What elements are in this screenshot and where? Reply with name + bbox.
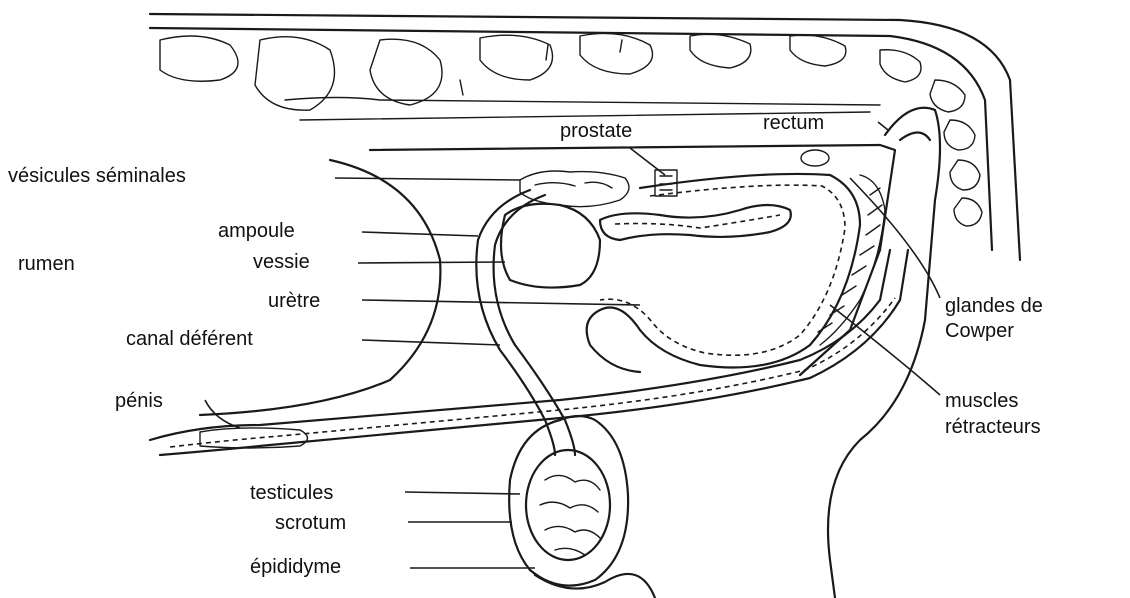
label-rumen: rumen [18, 253, 75, 275]
label-canal-deferent: canal déférent [126, 328, 253, 350]
label-muscles: muscles [945, 390, 1018, 412]
canal-deferent-path [476, 190, 575, 455]
vessie-shape [501, 204, 600, 288]
penis-shape [150, 250, 908, 455]
uretre-path [587, 174, 860, 372]
label-rectum: rectum [763, 112, 824, 134]
label-retracteurs: rétracteurs [945, 416, 1041, 438]
label-prostate: prostate [560, 120, 632, 142]
testicules-shape [526, 450, 610, 560]
label-testicules: testicules [250, 482, 333, 504]
label-epididyme: épididyme [250, 556, 341, 578]
rectum-shape [828, 108, 940, 598]
label-vessie: vessie [253, 251, 310, 273]
label-cowper: Cowper [945, 320, 1014, 342]
label-scrotum: scrotum [275, 512, 346, 534]
scrotum-shape [509, 416, 655, 598]
label-uretre: urètre [268, 290, 320, 312]
label-vesicules-seminales: vésicules séminales [8, 165, 186, 187]
label-ampoule: ampoule [218, 220, 295, 242]
rumen-outline [200, 160, 440, 415]
label-penis: pénis [115, 390, 163, 412]
vesicules-shape [520, 171, 629, 207]
label-glandes-de: glandes de [945, 295, 1043, 317]
